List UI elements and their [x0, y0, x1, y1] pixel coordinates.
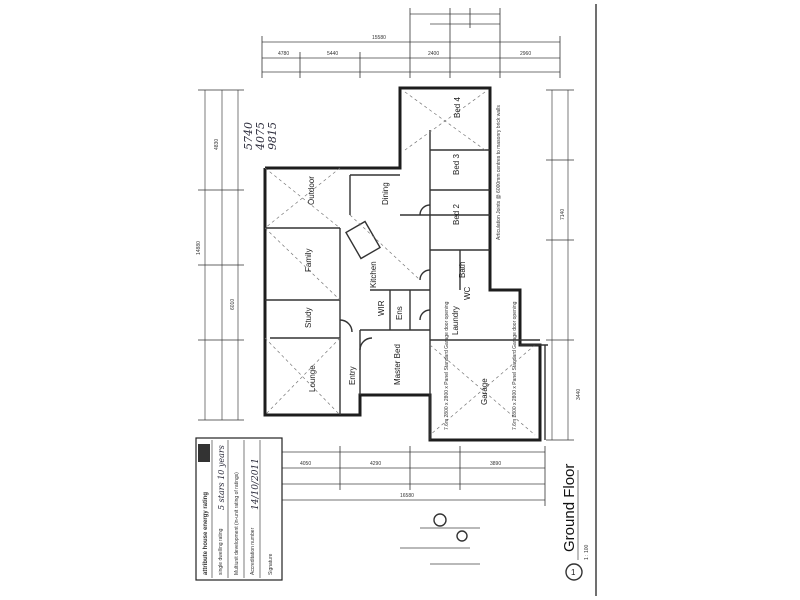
- room-label-dining: Dining: [381, 182, 390, 205]
- room-labels: Bed 4 Bed 3 Bed 2 Bath WC Laundry Garage…: [304, 97, 489, 405]
- room-label-bed2: Bed 2: [452, 204, 461, 225]
- room-label-kitchen: Kitchen: [369, 261, 378, 288]
- top-dimension-lines: 15580 4780 5440 2400 2960: [261, 8, 561, 78]
- dim-bottom-overall: 16580: [400, 493, 414, 499]
- left-dimension-lines: 14880 4830 6010: [196, 89, 244, 421]
- stamp-line-3: Accreditation number: [250, 527, 256, 575]
- room-label-garage: Garage: [480, 378, 489, 405]
- stamp-value-1: 5 stars 10 years: [217, 445, 226, 510]
- stamp-border: [195, 437, 283, 581]
- room-label-study: Study: [304, 308, 313, 328]
- bottom-dimension-lines: 4050 4290 3890 16580: [281, 446, 546, 506]
- handwritten-line-1: 5740: [242, 122, 255, 150]
- room-label-wir: WIR: [377, 300, 386, 316]
- plan-notes: Articulation Joints @ 6000mm centres to …: [444, 105, 518, 430]
- dim-top-b: 5440: [327, 51, 338, 57]
- section-markers: [400, 513, 480, 565]
- handwritten-line-3: 9815: [266, 122, 279, 150]
- stamp-line-2: Multiunit development (in-unit rating of…: [234, 472, 240, 575]
- view-scale: 1 : 100: [584, 544, 590, 560]
- room-label-bath: Bath: [458, 262, 467, 278]
- view-number-circle: [565, 563, 583, 581]
- room-label-laundry: Laundry: [451, 306, 460, 335]
- dim-left-b: 6010: [230, 299, 236, 310]
- view-title: Ground Floor: [561, 464, 578, 552]
- room-label-entry: Entry: [348, 366, 357, 385]
- stamp-heading: attribute house energy rating: [203, 492, 209, 575]
- handwritten-line-2: 4075: [254, 122, 267, 151]
- dim-top-c: 2400: [428, 51, 439, 57]
- view-number: 1: [571, 568, 576, 577]
- room-label-master: Master Bed: [393, 344, 402, 385]
- stamp-date: 14/10/2011: [251, 458, 261, 510]
- dim-left-a: 4830: [214, 139, 220, 150]
- room-label-ens: Ens: [395, 306, 404, 320]
- room-label-bed4: Bed 4: [453, 97, 462, 118]
- right-dimension-lines: 7140 3440: [546, 89, 582, 441]
- room-label-outdoor: Outdoor: [307, 176, 316, 205]
- room-label-wc: WC: [463, 286, 472, 300]
- dim-top-overall: 15580: [372, 35, 386, 41]
- stamp-line-4: Signature: [268, 553, 274, 575]
- energy-rating-stamp: attribute house energy rating single dwe…: [195, 437, 283, 581]
- garage-door-note-right: 7.6m 2800 x 2800 x Panel Standard Garage…: [512, 301, 518, 430]
- dim-bottom-a: 4050: [300, 461, 311, 467]
- title-block: 1 Ground Floor 1 : 100: [561, 464, 590, 581]
- dim-right-b: 3440: [576, 389, 582, 400]
- room-label-bed3: Bed 3: [452, 154, 461, 175]
- building-outline: [263, 86, 548, 442]
- room-label-family: Family: [304, 248, 313, 272]
- garage-door-note-left: 7.6m 2800 x 2800 x Panel Standard Garage…: [444, 301, 450, 430]
- dim-right-a: 7140: [560, 209, 566, 220]
- handwritten-area-total: 5740 4075 9815: [242, 122, 279, 151]
- stamp-line-1: single dwelling rating: [218, 528, 224, 575]
- dim-top-d: 2960: [520, 51, 531, 57]
- dim-bottom-b: 4290: [370, 461, 381, 467]
- room-label-lounge: Lounge: [308, 365, 317, 392]
- dim-left-overall: 14880: [196, 241, 202, 255]
- articulation-note: Articulation Joints @ 6000mm centres to …: [496, 105, 502, 240]
- dim-top-a: 4780: [278, 51, 289, 57]
- dim-bottom-c: 3890: [490, 461, 501, 467]
- stamp-logo: [198, 444, 210, 462]
